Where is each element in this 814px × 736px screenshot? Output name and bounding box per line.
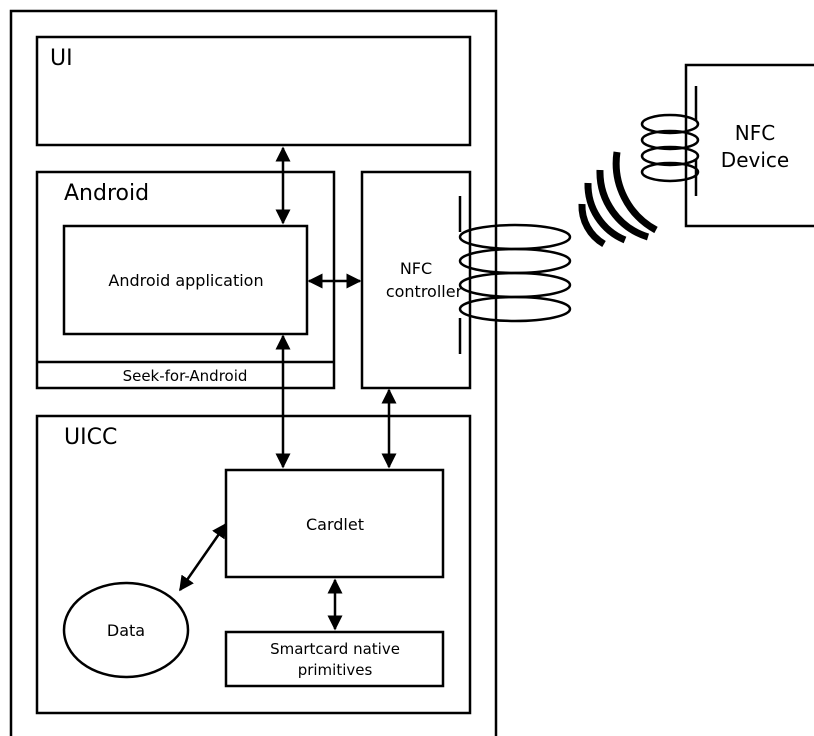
nfc-controller-coil: [458, 196, 572, 354]
ui-box: [35, 35, 472, 147]
data-label: Data: [107, 621, 145, 640]
nfc-device-coil: [640, 86, 700, 196]
nfc-controller-box: [360, 170, 472, 390]
arrow-cardlet-data: [178, 522, 228, 592]
android-label: Android: [64, 181, 149, 206]
android-application-box: [62, 224, 309, 336]
nfc-device-box: [684, 63, 814, 228]
cardlet-label: Cardlet: [306, 515, 364, 534]
uicc-label: UICC: [64, 425, 117, 450]
phone-frame: [9, 9, 498, 736]
data-ellipse: [62, 581, 190, 679]
nfc-device-label-line2: Device: [721, 148, 789, 172]
radio-waves-icon: [578, 151, 658, 248]
smartcard-label-line2: primitives: [298, 661, 373, 679]
ui-label: UI: [50, 46, 73, 71]
nfc-controller-label-line2: controller: [386, 282, 463, 301]
nfc-controller-label-line1: NFC: [400, 259, 432, 278]
smartcard-primitives-box: [224, 630, 445, 688]
android-application-label: Android application: [108, 271, 263, 290]
nfc-device-label-line1: NFC: [735, 121, 775, 145]
smartcard-label-line1: Smartcard native: [270, 640, 400, 658]
seek-label: Seek-for-Android: [123, 367, 248, 385]
